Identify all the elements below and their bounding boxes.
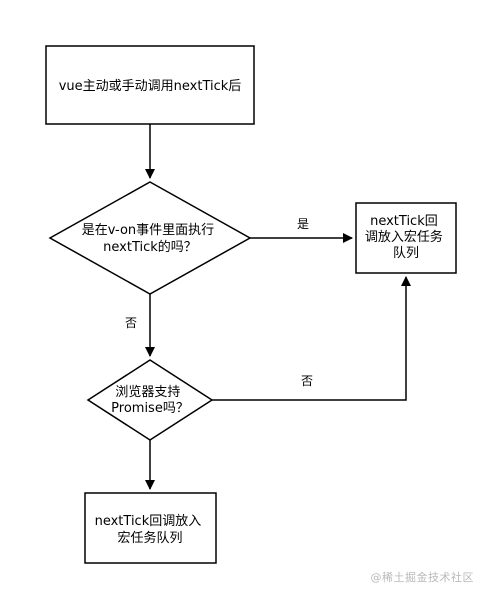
- svg-text:nextTick回调放入 宏任务队列: nextTick回调放入 宏任务队列: [95, 514, 206, 546]
- svg-text:vue主动或手动调用nextTick后: vue主动或手动调用nextTick后: [59, 79, 242, 94]
- start-node-line: vue主动或手动调用nextTick后: [59, 79, 242, 94]
- decision-promise-line-2: Promise吗？: [111, 401, 189, 416]
- macro-task-right-node: nextTick回 调放入宏任务 队列: [355, 202, 457, 274]
- macro-task-bottom-node: nextTick回调放入 宏任务队列: [84, 492, 217, 564]
- decision-von-line-2: nextTick的吗？: [103, 239, 197, 255]
- decision-von-node: 是在v-on事件里面执行 nextTick的吗？: [48, 181, 252, 295]
- start-node: vue主动或手动调用nextTick后: [45, 45, 255, 125]
- macro-task-right-line-3: 队列: [393, 246, 419, 261]
- decision-promise-line-1: 浏览器支持: [115, 384, 180, 400]
- watermark: @稀土掘金技术社区: [370, 571, 474, 584]
- svg-text:是在v-on事件里面执行 nextTick的吗？: 是在v-on事件里面执行 nextTick的吗？: [82, 223, 219, 255]
- edge-promise-no: [212, 276, 411, 401]
- decision-promise-node: 浏览器支持 Promise吗？: [86, 359, 214, 441]
- svg-text:nextTick回 调放入宏任务 队: nextTick回 调放入宏任务 队列: [365, 214, 447, 261]
- edge-label-no-1: 否: [125, 316, 137, 330]
- svg-text:浏览器支持 Promise吗？: 浏览器支持 Promise吗？: [111, 384, 189, 416]
- macro-task-bottom-line-2: 宏任务队列: [117, 530, 182, 546]
- macro-task-bottom-line-1: nextTick回调放入: [95, 514, 202, 529]
- decision-von-line-1: 是在v-on事件里面执行: [82, 223, 214, 238]
- edge-label-no-2: 否: [301, 374, 313, 388]
- edge-label-yes: 是: [297, 217, 309, 231]
- macro-task-right-line-2: 调放入宏任务: [365, 229, 443, 245]
- macro-task-right-line-1: nextTick回: [370, 214, 438, 229]
